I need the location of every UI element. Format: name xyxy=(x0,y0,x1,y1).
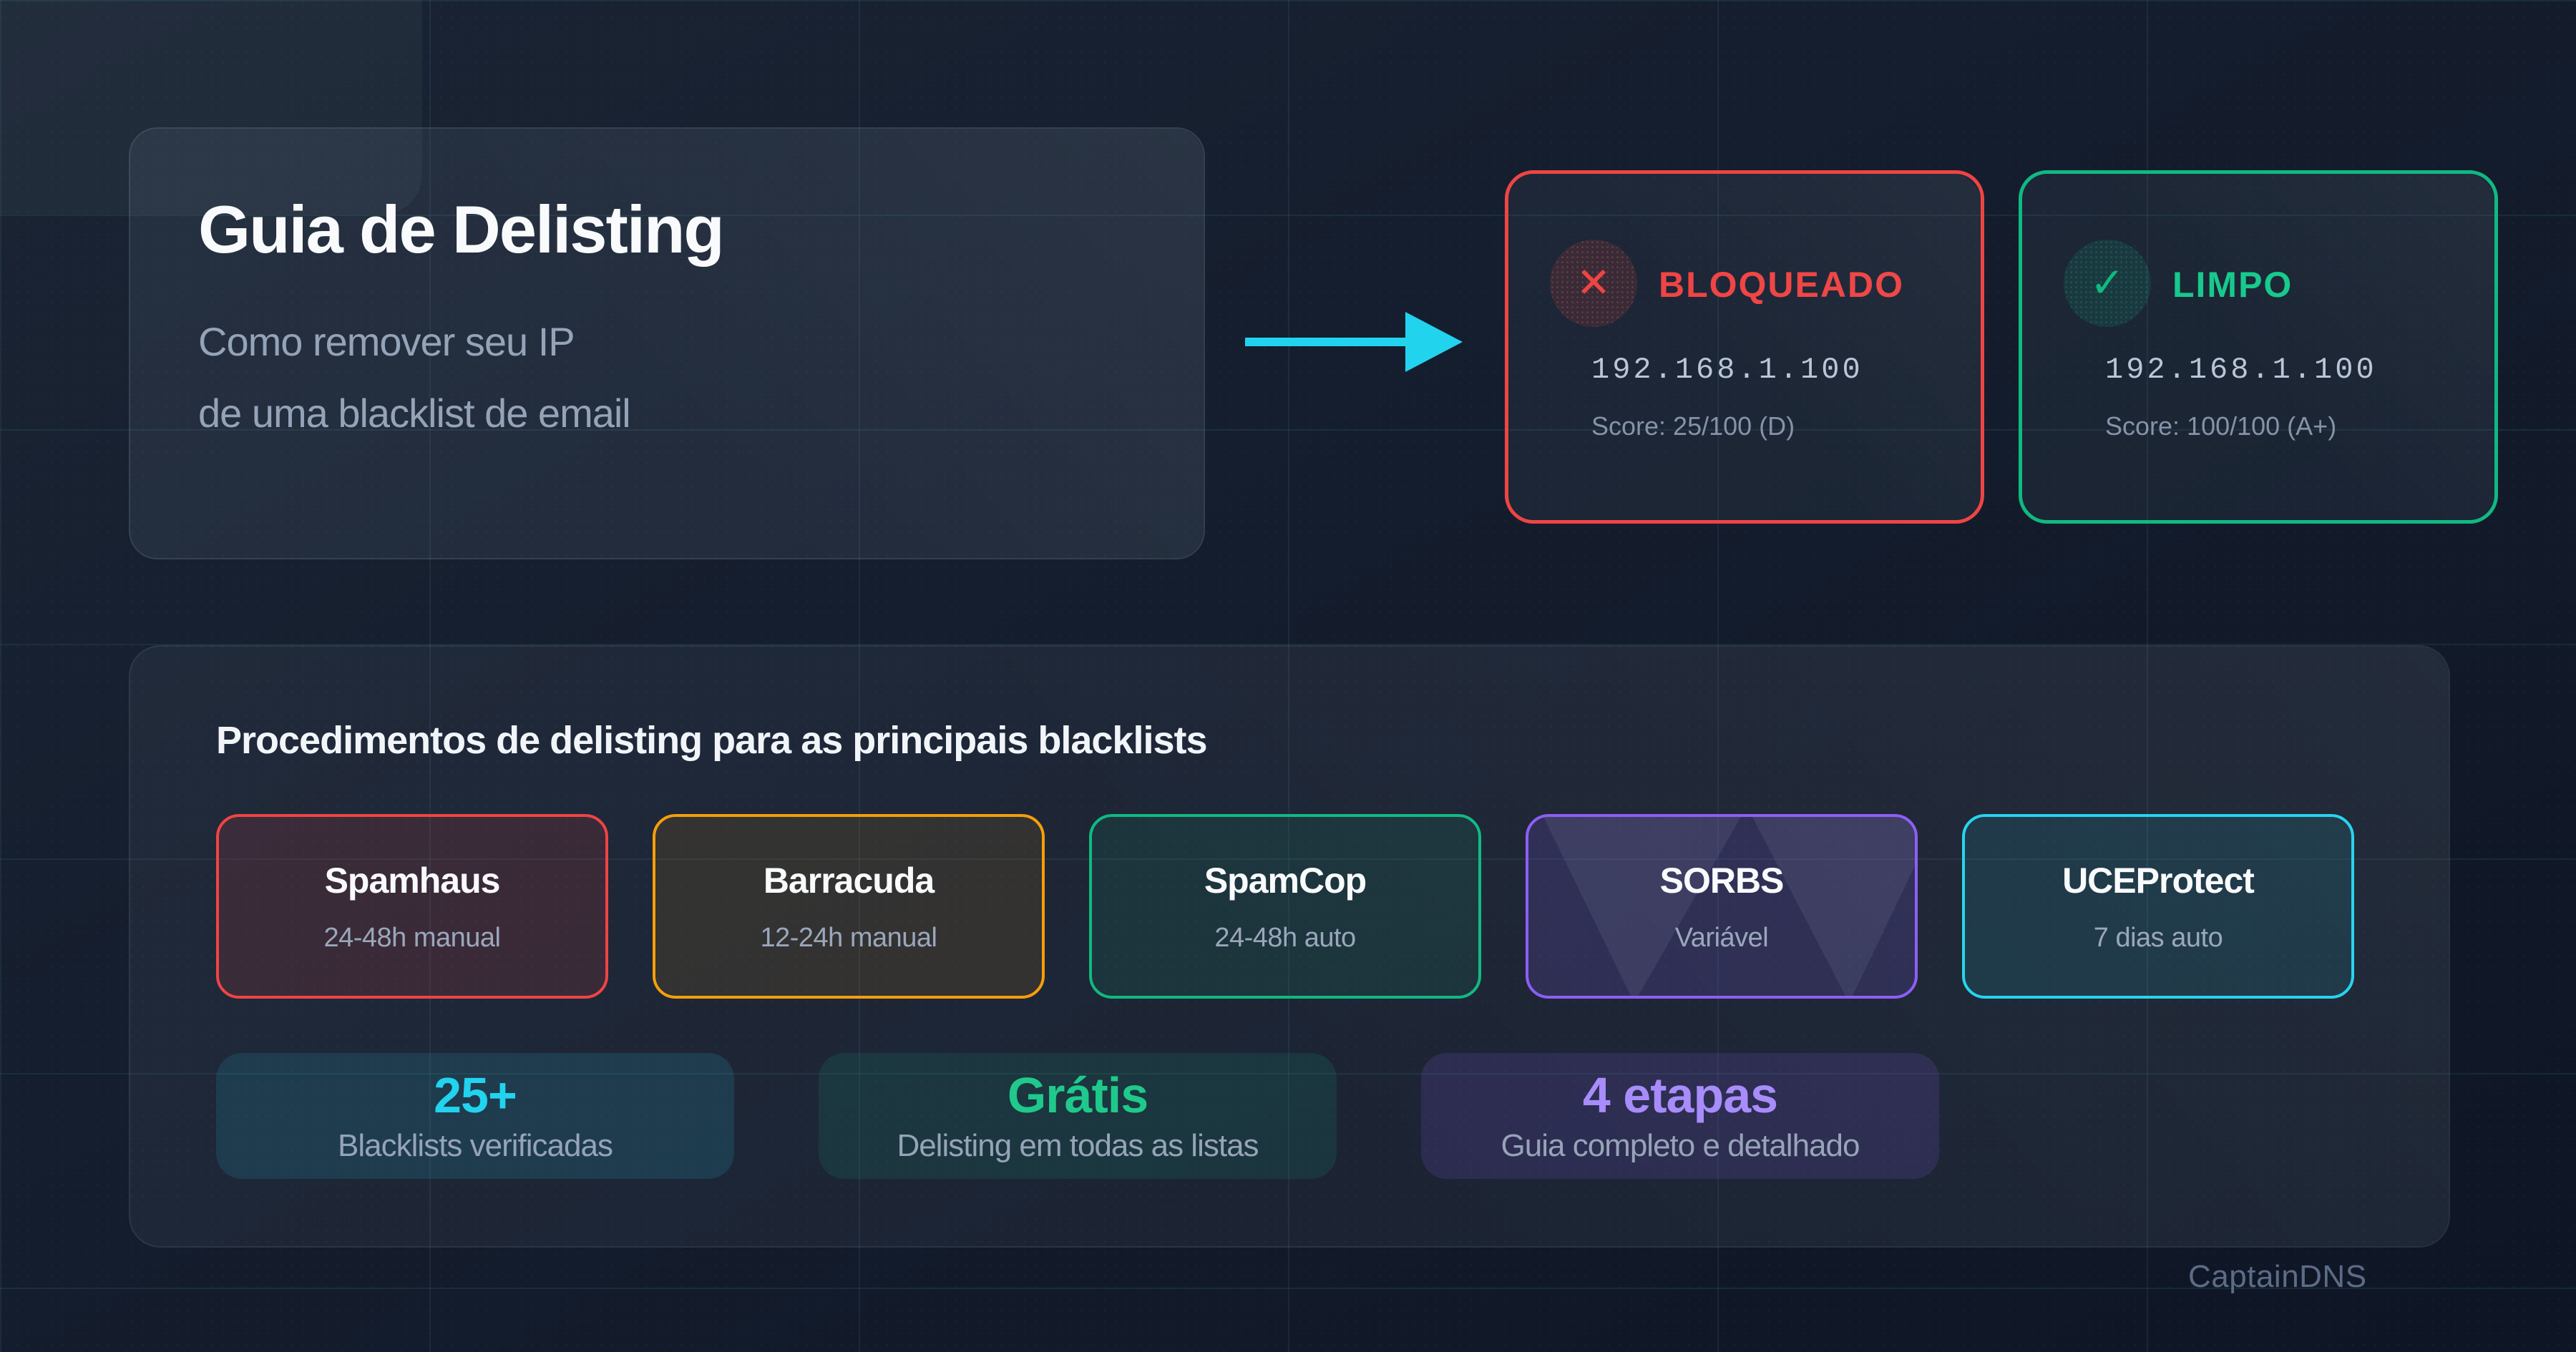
ip-address-blocked: 192.168.1.100 xyxy=(1591,353,1863,387)
stat-box-steps: 4 etapas Guia completo e detalhado xyxy=(1421,1053,1939,1179)
page-subtitle-line2: de uma blacklist de email xyxy=(198,391,631,436)
blacklist-card-spamhaus: Spamhaus 24-48h manual xyxy=(216,814,608,999)
x-icon: ✕ xyxy=(1550,240,1637,327)
stat-value: 4 etapas xyxy=(1582,1067,1778,1123)
corner-highlight-patch xyxy=(0,0,422,215)
brand-watermark: CaptainDNS xyxy=(2188,1259,2367,1294)
blacklist-name: SORBS xyxy=(1659,860,1785,901)
page-subtitle: Como remover seu IP de uma blacklist de … xyxy=(198,306,631,449)
stat-label: Guia completo e detalhado xyxy=(1501,1128,1860,1163)
check-icon-glyph: ✓ xyxy=(2089,260,2125,306)
stat-box-blacklists-count: 25+ Blacklists verificadas xyxy=(216,1053,734,1179)
ip-address-clean: 192.168.1.100 xyxy=(2105,353,2377,387)
blacklist-card-barracuda: Barracuda 12-24h manual xyxy=(653,814,1045,999)
status-label-blocked: BLOQUEADO xyxy=(1659,265,1904,305)
status-card-clean: ✓ LIMPO 192.168.1.100 Score: 100/100 (A+… xyxy=(2019,170,2498,524)
blacklist-time: 12-24h manual xyxy=(760,922,937,953)
blacklist-time: 24-48h auto xyxy=(1214,922,1356,953)
stat-value: Grátis xyxy=(1007,1067,1148,1123)
check-icon: ✓ xyxy=(2064,240,2151,327)
blacklist-time: 24-48h manual xyxy=(323,922,501,953)
page-subtitle-line1: Como remover seu IP xyxy=(198,319,575,364)
blacklist-cards-row: Spamhaus 24-48h manual Barracuda 12-24h … xyxy=(216,814,2354,999)
blacklist-time: 7 dias auto xyxy=(2093,922,2223,953)
stat-box-free: Grátis Delisting em todas as listas xyxy=(819,1053,1337,1179)
blacklist-name: Barracuda xyxy=(763,860,935,901)
blacklist-card-sorbs: SORBS Variável xyxy=(1526,814,1918,999)
stat-label: Delisting em todas as listas xyxy=(897,1128,1259,1163)
sorbs-watermark-triangle xyxy=(1540,817,1745,996)
right-arrow-icon xyxy=(1245,312,1463,372)
stats-row: 25+ Blacklists verificadas Grátis Delist… xyxy=(216,1053,1939,1179)
blacklist-card-spamcop: SpamCop 24-48h auto xyxy=(1089,814,1481,999)
blacklist-name: Spamhaus xyxy=(324,860,501,901)
status-card-blocked: ✕ BLOQUEADO 192.168.1.100 Score: 25/100 … xyxy=(1505,170,1984,524)
page-title: Guia de Delisting xyxy=(198,192,725,267)
blacklist-time: Variável xyxy=(1674,922,1769,953)
blacklist-card-uceprotect: UCEProtect 7 dias auto xyxy=(1962,814,2354,999)
sorbs-watermark-triangle xyxy=(1748,817,1915,996)
score-blocked: Score: 25/100 (D) xyxy=(1591,411,1795,441)
section-title: Procedimentos de delisting para as princ… xyxy=(216,719,1207,762)
procedures-panel: Procedimentos de delisting para as princ… xyxy=(129,645,2450,1248)
stat-value: 25+ xyxy=(434,1067,517,1123)
x-icon-glyph: ✕ xyxy=(1576,260,1611,306)
score-clean: Score: 100/100 (A+) xyxy=(2105,411,2337,441)
status-label-clean: LIMPO xyxy=(2172,265,2293,305)
hero-card: Guia de Delisting Como remover seu IP de… xyxy=(129,127,1205,559)
blacklist-name: UCEProtect xyxy=(2062,860,2255,901)
blacklist-name: SpamCop xyxy=(1204,860,1367,901)
stat-label: Blacklists verificadas xyxy=(338,1128,613,1163)
